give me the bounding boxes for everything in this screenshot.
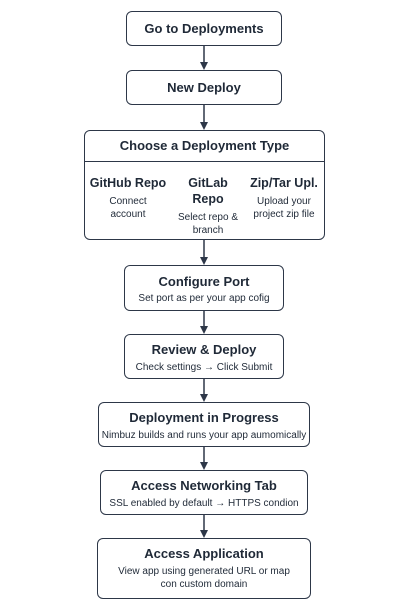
option-zip-tar: Zip/Tar Upl. Upload your project zip fil…	[245, 175, 323, 221]
access-application-desc: View app using generated URL or map con …	[118, 566, 290, 590]
choose-deployment-type-node: Choose a Deployment Type GitHub Repo Con…	[84, 130, 325, 240]
access-networking-tab-node: Access Networking Tab SSL enabled by def…	[100, 470, 308, 515]
configure-port-node: Configure Port Set port as per your app …	[124, 265, 284, 311]
configure-port-title: Configure Port	[158, 274, 250, 289]
access-application-title: Access Application	[144, 546, 264, 561]
configure-port-desc: Set port as per your app cofig	[138, 293, 270, 304]
option-github-title: GitHub Repo	[89, 176, 167, 190]
deployment-in-progress-desc: Nimbuz builds and runs your app aumomica…	[101, 430, 307, 441]
review-deploy-node: Review & Deploy Check settings → Click S…	[124, 334, 284, 379]
access-application-node: Access Application View app using genera…	[97, 538, 311, 599]
option-zip-tar-title: Zip/Tar Upl.	[250, 176, 318, 190]
go-to-deployments-title: Go to Deployments	[144, 20, 264, 36]
option-github-desc: Connect account	[109, 196, 147, 220]
option-gitlab-title: GitLab Repo	[188, 176, 228, 206]
option-github: GitHub Repo Connect account	[89, 175, 167, 221]
access-networking-tab-desc: SSL enabled by default → HTTPS condion	[109, 498, 299, 509]
go-to-deployments-node: Go to Deployments	[126, 11, 282, 46]
review-deploy-desc: Check settings → Click Submit	[135, 362, 273, 373]
new-deploy-node: New Deploy	[126, 70, 282, 105]
deployment-in-progress-title: Deployment in Progress	[129, 410, 279, 425]
choose-deployment-type-title: Choose a Deployment Type	[119, 138, 290, 153]
option-zip-tar-desc: Upload your project zip file	[253, 196, 315, 220]
new-deploy-title: New Deploy	[167, 79, 241, 95]
access-networking-tab-title: Access Networking Tab	[131, 478, 277, 493]
option-gitlab-desc: Select repo & branch	[177, 212, 239, 236]
deployment-in-progress-node: Deployment in Progress Nimbuz builds and…	[98, 402, 310, 447]
option-gitlab: GitLab Repo Select repo & branch	[173, 175, 243, 237]
choose-type-divider	[85, 161, 324, 162]
review-deploy-title: Review & Deploy	[151, 342, 257, 357]
